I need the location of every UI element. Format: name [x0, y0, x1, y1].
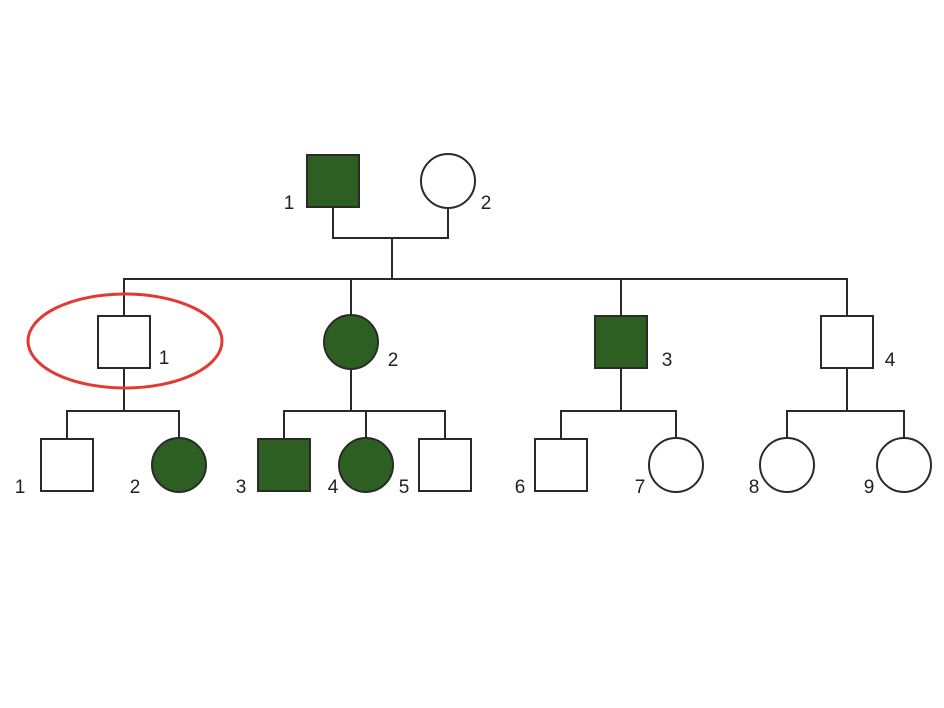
gen1-label-2: 2 — [481, 193, 492, 214]
gen3-male-unaffected-5-square — [418, 438, 472, 492]
gen3-female-unaffected-9-circle — [876, 437, 932, 493]
highlight-ellipse — [26, 292, 224, 390]
gen1-label-1: 1 — [284, 193, 295, 214]
gen2-male-unaffected-1-square — [97, 315, 151, 369]
pedigree-highlight — [26, 292, 224, 390]
gen2-female-affected-2-circle — [323, 314, 379, 370]
gen2-label-2: 2 — [388, 350, 399, 371]
gen3-label-4: 4 — [328, 477, 339, 498]
gen1-male-affected-1-square — [306, 154, 360, 208]
gen1-female-unaffected-2-circle — [420, 153, 476, 209]
gen3-male-unaffected-6-square — [534, 438, 588, 492]
gen2-label-3: 3 — [662, 350, 673, 371]
gen3-label-3: 3 — [236, 477, 247, 498]
gen3-label-6: 6 — [515, 477, 526, 498]
pedigree-members — [40, 153, 932, 493]
gen3-female-affected-2-circle — [151, 437, 207, 493]
gen3-label-7: 7 — [635, 477, 646, 498]
gen3-label-2: 2 — [130, 477, 141, 498]
gen2-label-1: 1 — [159, 348, 170, 369]
pedigree-labels: 1 2 1 2 3 4 1 2 3 4 5 6 7 8 9 — [15, 193, 896, 498]
gen3-label-9: 9 — [864, 477, 875, 498]
gen3-label-5: 5 — [399, 477, 410, 498]
gen3-male-affected-3-square — [257, 438, 311, 492]
gen3-female-unaffected-7-circle — [648, 437, 704, 493]
gen3-male-unaffected-1-square — [40, 438, 94, 492]
gen2-male-unaffected-4-square — [820, 315, 874, 369]
gen3-label-1: 1 — [15, 477, 26, 498]
gen2-male-affected-3-square — [594, 315, 648, 369]
gen3-female-affected-4-circle — [338, 437, 394, 493]
gen2-label-4: 4 — [885, 350, 896, 371]
gen3-label-8: 8 — [749, 477, 760, 498]
gen3-female-unaffected-8-circle — [759, 437, 815, 493]
pedigree-lines — [66, 206, 905, 440]
